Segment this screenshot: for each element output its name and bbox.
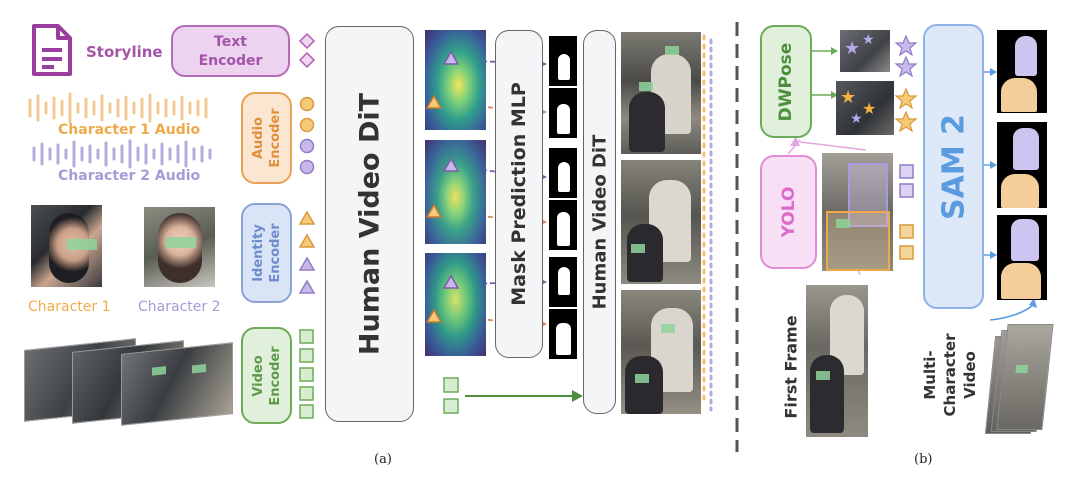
segmentation-result: [997, 215, 1047, 300]
mask-prediction-mlp-label: Mask Prediction MLP: [508, 82, 530, 306]
audio-waveform-icon: [32, 139, 212, 169]
character1-photo: [31, 205, 102, 287]
audio-waveform-icon: [28, 92, 208, 124]
video-encoder-box: Video Encoder: [241, 327, 292, 424]
star-icon: [894, 34, 918, 78]
human-video-dit-2-label: Human Video DiT: [589, 134, 610, 310]
attention-map: [425, 253, 486, 356]
human-video-dit-box: Human Video DiT: [325, 26, 414, 422]
sam2-label: SAM 2: [936, 113, 971, 220]
multi-character-video-label: Multi- Character Video: [921, 333, 979, 417]
human-video-dit-2-box: Human Video DiT: [583, 30, 616, 414]
output-frame: [621, 160, 701, 284]
audio-encoder-box: Audio Encoder: [241, 92, 292, 184]
mask-image: [549, 36, 577, 86]
first-frame-label: First Frame: [781, 315, 801, 419]
caption-b: (b): [914, 452, 933, 467]
output-frame: [621, 290, 701, 414]
character2-photo: [144, 207, 215, 287]
identity-encoder-box: Identity Encoder: [241, 203, 292, 303]
storyline-label: Storyline: [86, 43, 163, 61]
caption-a: (a): [374, 452, 392, 467]
circle-token-icon: [299, 96, 315, 175]
first-frame-image: [806, 285, 868, 437]
attention-map: [425, 140, 486, 244]
mask-image: [549, 200, 577, 250]
detection-image: [822, 153, 893, 271]
pose-image: ★ ★ ★: [836, 81, 894, 135]
character2-label: Character 2: [138, 299, 221, 315]
character1-audio-label: Character 1 Audio: [58, 122, 201, 138]
text-encoder-box: Text Encoder: [171, 25, 290, 77]
diamond-token-icon: [298, 32, 316, 69]
dwpose-box: DWPose: [760, 25, 812, 138]
output-frame: [621, 32, 701, 154]
star-icon: [894, 87, 918, 133]
mask-image: [549, 148, 577, 198]
segmentation-result: [997, 30, 1047, 113]
yolo-label: YOLO: [778, 186, 799, 238]
mask-image: [549, 88, 577, 138]
square-token-icon: [299, 329, 459, 419]
character1-label: Character 1: [28, 299, 111, 315]
text-encoder-label: Text Encoder: [198, 34, 263, 69]
pose-image: ★ ★: [840, 30, 890, 72]
character2-audio-label: Character 2 Audio: [58, 168, 201, 184]
segmentation-result: [997, 122, 1047, 208]
sam2-box: SAM 2: [923, 24, 984, 309]
triangle-token-icon: [298, 210, 316, 294]
yolo-box: YOLO: [760, 155, 817, 269]
mask-image: [549, 309, 577, 359]
attention-map: [425, 30, 486, 130]
document-icon: [32, 24, 72, 76]
dwpose-label: DWPose: [776, 42, 796, 121]
mask-image: [549, 257, 577, 307]
square-token-icon: [899, 164, 914, 260]
mask-prediction-mlp-box: Mask Prediction MLP: [495, 30, 543, 358]
